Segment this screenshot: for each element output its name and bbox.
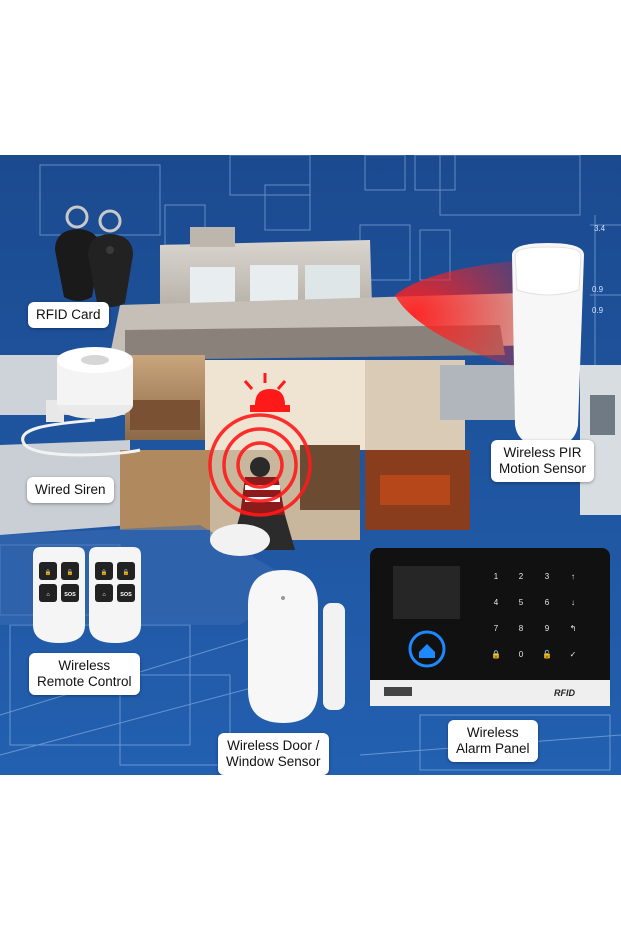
home-icon (419, 644, 435, 658)
fob2-sos-key: SOS (120, 592, 132, 598)
key-disarm: 🔓 (542, 649, 552, 659)
key-up: ↑ (571, 572, 575, 581)
remote-fob-icon: 🔒 🔓 ⌂ SOS 🔒 🔓 ⌂ SOS (33, 547, 141, 643)
fob2-home-key: ⌂ (102, 592, 105, 598)
key-0: 0 (519, 650, 524, 659)
pir-sensor-icon (512, 243, 584, 447)
label-door-window-sensor: Wireless Door / Window Sensor (218, 733, 329, 775)
beacon-icon (243, 373, 290, 412)
fob-lock-key: 🔒 (45, 569, 52, 576)
blueprint-dimension-2: 0.9 (592, 285, 604, 294)
rfid-tag-icon (55, 205, 133, 307)
alarm-signal-rings (208, 413, 312, 517)
panel-keypad: 1 2 3 ↑ 4 5 6 ↓ 7 8 9 ↰ 🔒 0 🔓 ✓ (491, 572, 576, 659)
product-illustration: 3.4 0.9 0.9 (0, 155, 621, 775)
fob-home-key: ⌂ (46, 592, 49, 598)
key-2: 2 (519, 572, 524, 581)
key-7: 7 (494, 624, 499, 633)
key-down: ↓ (571, 598, 575, 607)
siren-icon (21, 347, 141, 457)
blueprint-dimension-1: 3.4 (594, 224, 606, 233)
key-8: 8 (519, 624, 524, 633)
panel-brand-rfid: RFID (554, 688, 575, 698)
fob2-unlock-key: 🔓 (123, 569, 130, 576)
key-5: 5 (519, 598, 524, 607)
fob2-lock-key: 🔒 (101, 569, 108, 576)
fob-sos-key: SOS (64, 592, 76, 598)
pir-detection-beam (395, 260, 525, 370)
key-3: 3 (545, 572, 550, 581)
door-sensor-icon (248, 570, 345, 723)
key-9: 9 (545, 624, 550, 633)
label-rfid-card: RFID Card (28, 302, 109, 328)
key-confirm: ✓ (570, 650, 577, 659)
label-pir-motion-sensor: Wireless PIR Motion Sensor (491, 440, 595, 482)
key-6: 6 (545, 598, 550, 607)
key-back: ↰ (570, 624, 577, 633)
key-4: 4 (494, 598, 499, 607)
key-1: 1 (494, 572, 499, 581)
blueprint-dimension-3: 0.9 (592, 306, 604, 315)
label-wired-siren: Wired Siren (27, 477, 114, 503)
label-wireless-alarm-panel: Wireless Alarm Panel (448, 720, 538, 762)
fob-unlock-key: 🔓 (67, 569, 74, 576)
label-wireless-remote-control: Wireless Remote Control (29, 653, 140, 695)
alarm-panel-icon: RFID 1 2 3 ↑ 4 5 6 ↓ 7 8 9 ↰ 🔒 0 🔓 ✓ (370, 548, 610, 706)
key-arm: 🔒 (491, 650, 501, 659)
